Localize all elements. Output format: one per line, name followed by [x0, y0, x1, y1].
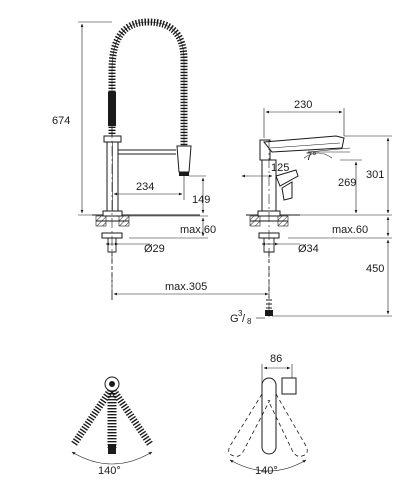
spout-right: [263, 135, 345, 153]
dim-swivel-right: 140°: [255, 465, 278, 477]
svg-text:3: 3: [238, 309, 243, 318]
connection-thread-label: G 3 / 8: [230, 309, 265, 326]
dim-height-total-right: 301: [366, 169, 384, 181]
hose-length-dimension: max.305: [111, 281, 269, 300]
dim-outlet-offset-right: 125: [271, 162, 289, 174]
lever-right: [275, 169, 299, 187]
left-swivel-plan: 140°: [71, 376, 153, 477]
spray-head: [176, 145, 192, 173]
dim-height-total-left: 674: [52, 115, 70, 127]
dim-angle-right: 7°: [306, 151, 317, 163]
spring-grip: [108, 92, 116, 126]
svg-text:G: G: [230, 313, 239, 325]
dim-hose-length: max.305: [165, 281, 207, 293]
right-swivel-plan: 86 140°: [228, 353, 308, 477]
dim-height-outlet-left: 149: [192, 194, 210, 206]
svg-text:/: /: [242, 313, 246, 325]
left-faucet-elevation: 674 234 149 max.60 Ø29: [52, 18, 216, 300]
spout-plan-right: [261, 377, 277, 455]
dim-max-deck-left: max.60: [180, 224, 216, 236]
dim-height-outlet-right: 269: [338, 177, 356, 189]
right-faucet-elevation: 230 7° 125 269 301 max.60 Ø34 450 G: [230, 99, 392, 326]
dim-handle-width-right: 86: [270, 353, 282, 365]
spring-arch: [108, 18, 188, 150]
dim-max-deck-right: max.60: [332, 224, 368, 236]
dim-hole-dia-left: Ø29: [144, 243, 165, 255]
dim-swivel-left: 140°: [98, 465, 121, 477]
dim-spout-reach-right: 230: [294, 99, 312, 111]
dim-hole-dia-right: Ø34: [298, 243, 319, 255]
svg-text:8: 8: [247, 317, 252, 326]
dim-below-deck-right: 450: [366, 263, 384, 275]
dim-spout-reach-left: 234: [136, 181, 154, 193]
